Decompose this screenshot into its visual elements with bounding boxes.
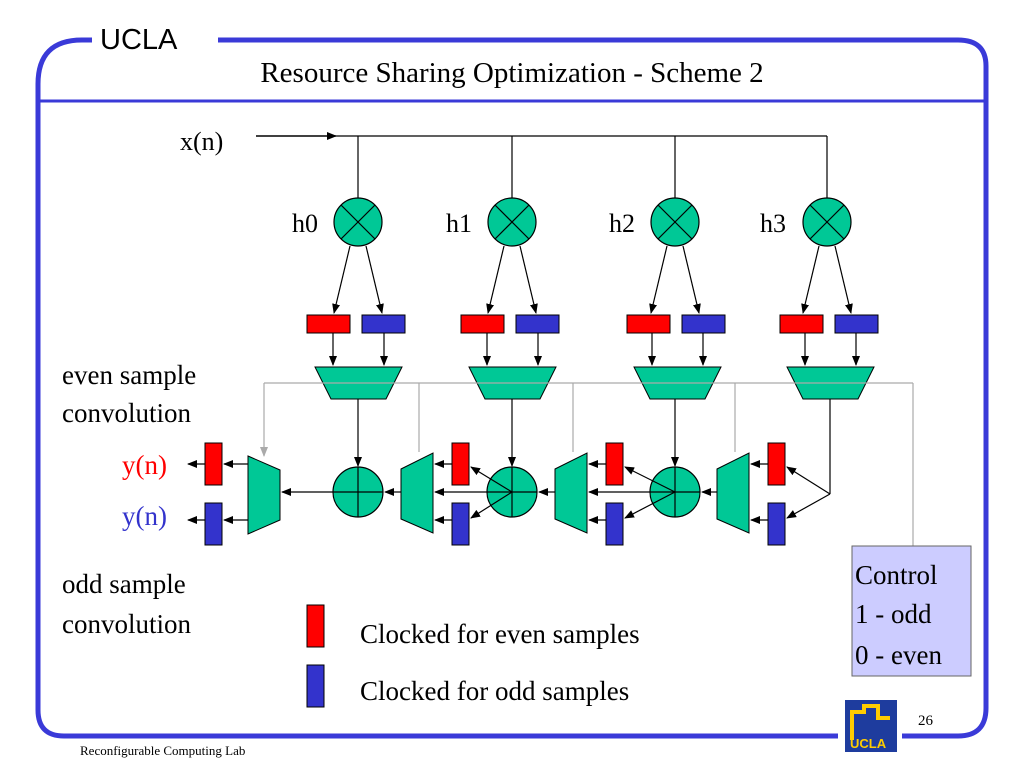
odd-label-line2: convolution	[62, 609, 191, 639]
register-odd	[605, 502, 624, 546]
register-even	[605, 442, 624, 486]
bottom-muxes	[247, 452, 750, 535]
register-even	[306, 314, 351, 334]
control-box: Control 1 - odd 0 - even	[851, 545, 972, 677]
dataflow-arrows	[187, 460, 831, 524]
register-odd	[451, 502, 470, 546]
mux-chain	[716, 452, 750, 534]
page-title: Resource Sharing Optimization - Scheme 2	[260, 57, 763, 89]
legend-odd-text: Clocked for odd samples	[360, 676, 629, 706]
register-to-mux-arrows	[329, 333, 860, 366]
legend-even-swatch	[306, 604, 325, 648]
register-even	[451, 442, 470, 486]
top-registers	[306, 314, 879, 334]
even-label-line1: even sample	[62, 360, 196, 390]
input-label: x(n)	[180, 127, 223, 156]
legend-odd-swatch	[306, 664, 325, 708]
mux-to-adder-arrows	[354, 399, 831, 494]
coef-h1: h1	[446, 209, 472, 238]
control-line3: 0 - even	[855, 640, 942, 670]
register-odd	[834, 314, 879, 334]
register-even	[460, 314, 505, 334]
multiplier-h1: h1	[446, 197, 537, 247]
adder-1	[332, 466, 384, 518]
multiplier-feed-lines	[357, 136, 828, 198]
output-even-label: y(n)	[122, 450, 167, 480]
ucla-ee-logo: UCLA	[845, 700, 897, 752]
register-odd	[515, 314, 560, 334]
page-number: 26	[918, 713, 934, 729]
even-label-line2: convolution	[62, 398, 191, 428]
mux-output	[247, 455, 281, 535]
register-even	[767, 442, 786, 486]
control-line1: Control	[855, 560, 938, 590]
coef-h2: h2	[609, 209, 635, 238]
odd-label-line1: odd sample	[62, 569, 186, 599]
register-even	[779, 314, 824, 334]
mux-chain	[400, 452, 434, 534]
coef-h0: h0	[292, 209, 318, 238]
adders	[332, 466, 701, 518]
register-odd	[681, 314, 726, 334]
register-even	[626, 314, 671, 334]
ucla-brand: UCLA	[100, 24, 178, 56]
coef-h3: h3	[760, 209, 786, 238]
multiplier-out-arrows	[332, 245, 853, 314]
multiplier-h3: h3	[760, 197, 852, 247]
output-odd-label: y(n)	[122, 501, 167, 531]
control-lines	[260, 382, 914, 546]
mux-chain	[554, 452, 588, 534]
slide-frame	[35, 37, 989, 739]
output-register-odd	[204, 502, 223, 546]
logo-text: UCLA	[850, 736, 887, 751]
register-odd	[767, 502, 786, 546]
multiplier-h0: h0	[292, 197, 383, 247]
legend-even-text: Clocked for even samples	[360, 619, 640, 649]
multiplier-h2: h2	[609, 197, 700, 247]
control-line2: 1 - odd	[855, 599, 932, 629]
output-register-even	[204, 442, 223, 486]
legend: Clocked for even samples Clocked for odd…	[306, 604, 640, 708]
footer-lab: Reconfigurable Computing Lab	[80, 743, 245, 758]
register-odd	[361, 314, 406, 334]
